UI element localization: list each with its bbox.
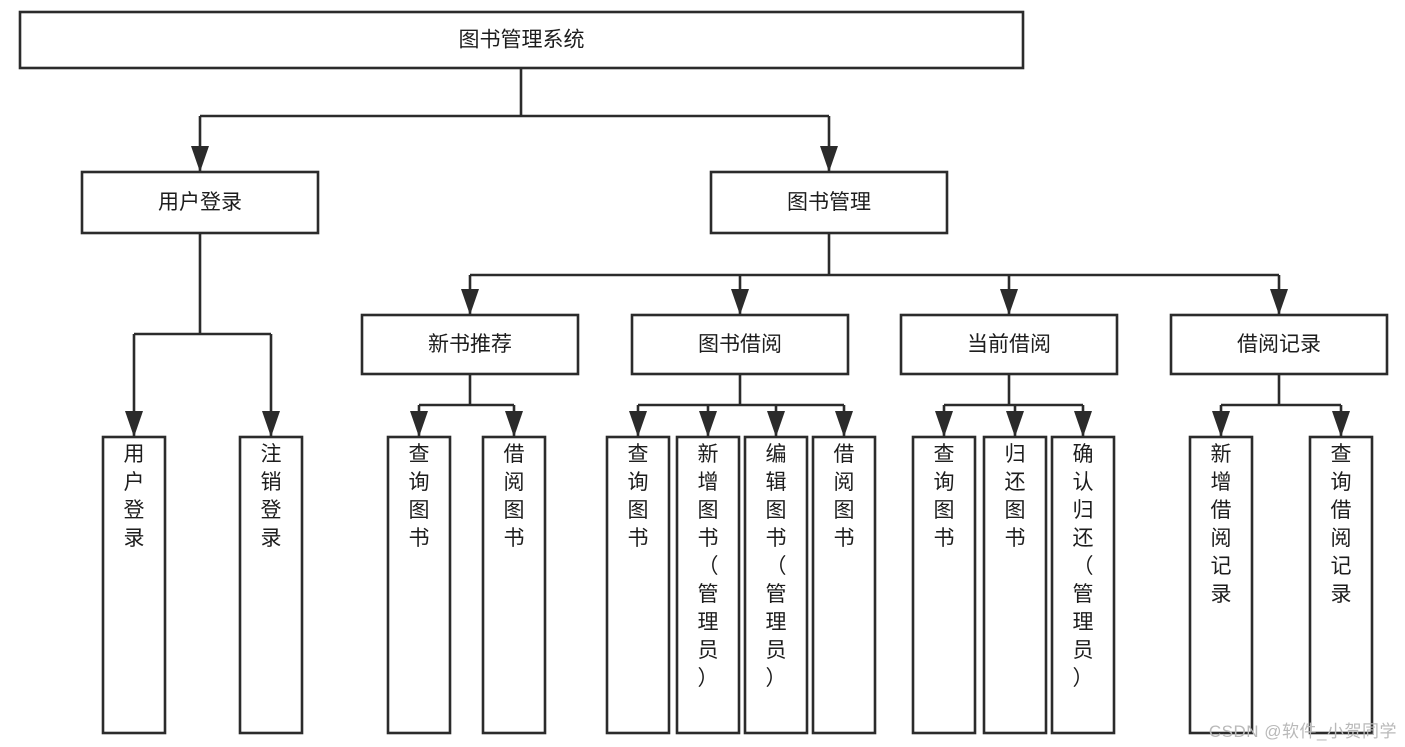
node-leaf-1-rect bbox=[238, 435, 304, 735]
node-level2-1-label: 图书借阅 bbox=[698, 333, 782, 356]
arrow-l2-to-leaf-1-0 bbox=[629, 411, 647, 437]
arrow-l2-to-leaf-3-0 bbox=[1212, 411, 1230, 437]
node-leaf-7-label: 借阅图书 bbox=[834, 443, 855, 550]
node-leaf-0-label: 用户登录 bbox=[124, 443, 145, 550]
arrow-root-to-l1-1 bbox=[820, 146, 838, 172]
arrow-login-to-leaf-0 bbox=[125, 411, 143, 437]
node-leaf-3-rect bbox=[481, 435, 547, 735]
arrow-l2-to-leaf-1-3 bbox=[835, 411, 853, 437]
node-level2-0-rect bbox=[360, 313, 580, 376]
node-level2-3-rect bbox=[1169, 313, 1389, 376]
node-leaf-6-label: 编辑图书（管理员） bbox=[766, 443, 787, 690]
node-leaf-10-label: 确认归还（管理员） bbox=[1073, 443, 1094, 690]
node-level1-0-rect bbox=[80, 170, 320, 235]
arrow-books-to-l2-3 bbox=[1270, 289, 1288, 315]
node-leaf-0[interactable]: 用户登录 bbox=[101, 435, 167, 735]
node-leaf-1-label: 注销登录 bbox=[261, 443, 282, 550]
node-root-book-management-system-label: 图书管理系统 bbox=[459, 29, 585, 52]
node-root-book-management-system[interactable]: 图书管理系统 bbox=[18, 10, 1025, 70]
node-leaf-2-rect bbox=[386, 435, 452, 735]
arrow-l2-to-leaf-1-1 bbox=[699, 411, 717, 437]
node-level2-0[interactable]: 新书推荐 bbox=[360, 313, 580, 376]
connector-edges bbox=[132, 68, 1343, 437]
node-leaf-3-label: 借阅图书 bbox=[504, 443, 525, 550]
node-leaf-10-rect bbox=[1050, 435, 1116, 735]
node-level1-0-label: 用户登录 bbox=[158, 191, 242, 214]
arrow-books-to-l2-0 bbox=[461, 289, 479, 315]
node-level2-0-label: 新书推荐 bbox=[428, 333, 512, 356]
node-level2-2[interactable]: 当前借阅 bbox=[899, 313, 1119, 376]
node-leaf-5[interactable]: 新增图书（管理员） bbox=[675, 435, 741, 735]
arrow-l2-to-leaf-2-2 bbox=[1074, 411, 1092, 437]
node-level2-3-label: 借阅记录 bbox=[1237, 333, 1321, 356]
node-level1-0[interactable]: 用户登录 bbox=[80, 170, 320, 235]
node-leaf-6[interactable]: 编辑图书（管理员） bbox=[743, 435, 809, 735]
node-level1-1-label: 图书管理 bbox=[787, 191, 871, 214]
node-leaf-11-rect bbox=[1188, 435, 1254, 735]
node-leaf-7[interactable]: 借阅图书 bbox=[811, 435, 877, 735]
node-leaf-9-label: 归还图书 bbox=[1005, 443, 1026, 550]
node-leaf-5-label: 新增图书（管理员） bbox=[698, 443, 719, 690]
arrow-books-to-l2-1 bbox=[731, 289, 749, 315]
arrow-l2-to-leaf-3-1 bbox=[1332, 411, 1350, 437]
node-level2-3[interactable]: 借阅记录 bbox=[1169, 313, 1389, 376]
node-leaf-8-label: 查询图书 bbox=[934, 443, 955, 550]
node-level2-1-rect bbox=[630, 313, 850, 376]
node-leaf-12-rect bbox=[1308, 435, 1374, 735]
node-leaf-12[interactable]: 查询借阅记录 bbox=[1308, 435, 1374, 735]
arrow-l2-to-leaf-1-2 bbox=[767, 411, 785, 437]
node-leaf-9-rect bbox=[982, 435, 1048, 735]
node-leaf-6-rect bbox=[743, 435, 809, 735]
node-level2-1[interactable]: 图书借阅 bbox=[630, 313, 850, 376]
node-leaf-4-rect bbox=[605, 435, 671, 735]
csdn-watermark: CSDN @软件_小贺同学 bbox=[1208, 722, 1397, 741]
node-level2-2-label: 当前借阅 bbox=[967, 333, 1051, 356]
arrow-l2-to-leaf-0-1 bbox=[505, 411, 523, 437]
node-leaf-0-rect bbox=[101, 435, 167, 735]
node-leaf-11-label: 新增借阅记录 bbox=[1211, 443, 1232, 606]
node-leaf-7-rect bbox=[811, 435, 877, 735]
node-level1-1-rect bbox=[709, 170, 949, 235]
node-leaf-10[interactable]: 确认归还（管理员） bbox=[1050, 435, 1116, 735]
arrow-root-to-l1-0 bbox=[191, 146, 209, 172]
arrow-login-to-leaf-1 bbox=[262, 411, 280, 437]
node-leaf-2[interactable]: 查询图书 bbox=[386, 435, 452, 735]
node-leaf-2-label: 查询图书 bbox=[409, 443, 430, 550]
node-leaf-12-label: 查询借阅记录 bbox=[1331, 443, 1352, 606]
arrow-l2-to-leaf-2-0 bbox=[935, 411, 953, 437]
arrow-books-to-l2-2 bbox=[1000, 289, 1018, 315]
node-boxes: 图书管理系统用户登录图书管理新书推荐图书借阅当前借阅借阅记录用户登录注销登录查询… bbox=[18, 10, 1389, 735]
connector-arrowheads bbox=[125, 146, 1350, 437]
node-leaf-8-rect bbox=[911, 435, 977, 735]
node-leaf-5-rect bbox=[675, 435, 741, 735]
node-leaf-3[interactable]: 借阅图书 bbox=[481, 435, 547, 735]
node-leaf-8[interactable]: 查询图书 bbox=[911, 435, 977, 735]
node-level2-2-rect bbox=[899, 313, 1119, 376]
arrow-l2-to-leaf-2-1 bbox=[1006, 411, 1024, 437]
node-leaf-11[interactable]: 新增借阅记录 bbox=[1188, 435, 1254, 735]
arrow-l2-to-leaf-0-0 bbox=[410, 411, 428, 437]
node-leaf-9[interactable]: 归还图书 bbox=[982, 435, 1048, 735]
node-leaf-4-label: 查询图书 bbox=[628, 443, 649, 550]
node-level1-1[interactable]: 图书管理 bbox=[709, 170, 949, 235]
node-leaf-1[interactable]: 注销登录 bbox=[238, 435, 304, 735]
node-leaf-4[interactable]: 查询图书 bbox=[605, 435, 671, 735]
node-root-book-management-system-rect bbox=[18, 10, 1025, 70]
